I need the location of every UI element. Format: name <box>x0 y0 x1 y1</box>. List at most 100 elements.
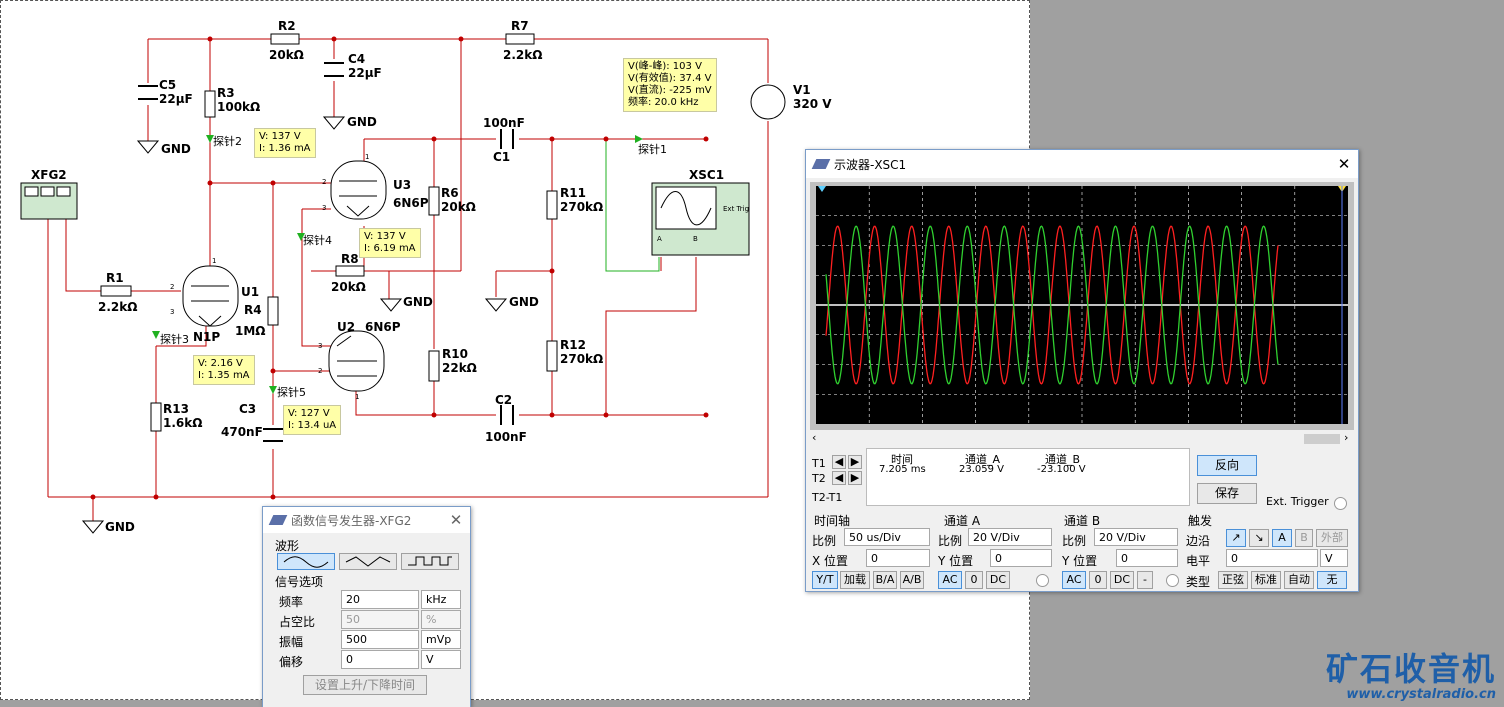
reverse-button[interactable]: 反向 <box>1197 455 1257 476</box>
channel-b-ypos-label: Y 位置 <box>1062 554 1098 568</box>
triangle-wave-button[interactable] <box>339 553 397 570</box>
trigger-level-unit-select[interactable]: V <box>1320 549 1348 567</box>
probe-value: V: 137 V <box>259 131 301 142</box>
channel-b-ac-button[interactable]: AC <box>1062 571 1086 589</box>
channel-b-zero-button[interactable]: 0 <box>1089 571 1107 589</box>
trigger-sine-button[interactable]: 正弦 <box>1218 571 1248 589</box>
cursor-t1-marker <box>818 186 826 192</box>
header-time: 时间 <box>891 453 913 466</box>
trigger-falling-edge-button[interactable]: ↘ <box>1249 529 1269 547</box>
trigger-source-a-button[interactable]: A <box>1272 529 1292 547</box>
value-r6: 20kΩ <box>441 200 476 214</box>
label-r8: R8 <box>341 252 359 266</box>
label-r12: R12 <box>560 338 586 352</box>
square-wave-button[interactable] <box>401 553 459 570</box>
trigger-none-button[interactable]: 无 <box>1317 571 1347 589</box>
value-u1: N1P <box>193 330 220 344</box>
scroll-left-icon[interactable]: ‹ <box>812 431 817 444</box>
oscilloscope-window[interactable]: 示波器-XSC1 ✕ ‹ › T1 ◀ ▶ T2 ◀ ▶ T2-T1 时间 通道… <box>805 149 1359 592</box>
scope-scrollbar[interactable]: ‹ › <box>810 431 1354 446</box>
channel-b-scale-label: 比例 <box>1062 534 1087 548</box>
scroll-thumb[interactable] <box>1304 434 1340 444</box>
save-button[interactable]: 保存 <box>1197 483 1257 504</box>
resistor-r12 <box>546 340 558 372</box>
probe-readout-3: V: 2.16 V I: 1.35 mA <box>193 355 255 385</box>
label-c2: C2 <box>495 393 512 407</box>
t2-right-button[interactable]: ▶ <box>848 471 862 485</box>
probe-value: 频率: 20.0 kHz <box>628 97 699 108</box>
trigger-normal-button[interactable]: 标准 <box>1251 571 1281 589</box>
scope-titlebar[interactable]: 示波器-XSC1 ✕ <box>806 150 1358 178</box>
timebase-xpos-input[interactable]: 0 <box>866 549 930 567</box>
offset-input[interactable]: 0 <box>341 650 419 669</box>
channel-a-trace <box>825 225 1279 385</box>
probe-readout-4: V: 137 V I: 6.19 mA <box>359 228 421 258</box>
pin-label: 3 <box>322 204 326 212</box>
label-c5: C5 <box>159 78 176 92</box>
load-button[interactable]: 加载 <box>840 571 870 589</box>
watermark-url: www.crystalradio.cn <box>1346 687 1496 702</box>
trigger-source-b-button[interactable]: B <box>1295 529 1313 547</box>
frequency-unit-select[interactable]: kHz <box>421 590 461 609</box>
t1-right-button[interactable]: ▶ <box>848 455 862 469</box>
timebase-scale-input[interactable]: 50 us/Div <box>844 528 930 546</box>
probe-readout-5: V: 127 V I: 13.4 uA <box>283 405 342 435</box>
channel-a-zero-button[interactable]: 0 <box>965 571 983 589</box>
fgen-titlebar[interactable]: 函数信号发生器-XFG2 ✕ <box>263 507 470 533</box>
trigger-level-input[interactable]: 0 <box>1226 549 1318 567</box>
channel-a-dc-button[interactable]: DC <box>986 571 1010 589</box>
channel-a-terminal[interactable] <box>1036 574 1049 587</box>
channel-a-ac-button[interactable]: AC <box>938 571 962 589</box>
channel-a-scale-input[interactable]: 20 V/Div <box>968 528 1052 546</box>
close-icon[interactable]: ✕ <box>1337 155 1351 173</box>
t2-left-button[interactable]: ◀ <box>832 471 846 485</box>
channel-b-scale-input[interactable]: 20 V/Div <box>1094 528 1178 546</box>
label-r4: R4 <box>244 303 262 317</box>
channel-b-dc-button[interactable]: DC <box>1110 571 1134 589</box>
app-icon <box>268 515 288 525</box>
ba-button[interactable]: B/A <box>873 571 897 589</box>
resistor-r6 <box>428 186 440 216</box>
set-rise-fall-time-button[interactable]: 设置上升/下降时间 <box>303 675 427 695</box>
label-c3: C3 <box>239 402 256 416</box>
channel-b-terminal[interactable] <box>1166 574 1179 587</box>
label-c1: C1 <box>493 150 510 164</box>
close-icon[interactable]: ✕ <box>449 511 463 529</box>
probe-label-5: 探针5 <box>277 385 306 399</box>
probe-label-3: 探针3 <box>160 332 189 346</box>
channel-a-ypos-label: Y 位置 <box>938 554 974 568</box>
value-r11: 270kΩ <box>560 200 603 214</box>
resistor-r3 <box>204 90 216 118</box>
resistor-r1 <box>100 285 132 297</box>
trigger-rising-edge-button[interactable]: ↗ <box>1226 529 1246 547</box>
resistor-r2 <box>270 33 300 45</box>
channel-b-ypos-input[interactable]: 0 <box>1116 549 1178 567</box>
amplitude-input[interactable]: 500 <box>341 630 419 649</box>
resistor-r7 <box>505 33 535 45</box>
channel-b-invert-button[interactable]: - <box>1137 571 1153 589</box>
label-r2: R2 <box>278 19 296 33</box>
resistor-r10 <box>428 350 440 382</box>
ext-trigger-terminal[interactable] <box>1334 497 1347 510</box>
function-generator-window[interactable]: 函数信号发生器-XFG2 ✕ 波形 信号选项 频率 20 kHz 占空比 50 … <box>262 506 471 707</box>
gnd-main: GND <box>105 520 135 534</box>
duty-cycle-input[interactable]: 50 <box>341 610 419 629</box>
trigger-external-button[interactable]: 外部 <box>1316 529 1348 547</box>
sine-wave-button[interactable] <box>277 553 335 570</box>
t1-left-button[interactable]: ◀ <box>832 455 846 469</box>
value-u2: 6N6P <box>365 320 401 334</box>
channel-b-trace <box>825 225 1279 385</box>
scroll-right-icon[interactable]: › <box>1344 431 1349 444</box>
channel-a-ypos-input[interactable]: 0 <box>990 549 1052 567</box>
offset-unit-select[interactable]: V <box>421 650 461 669</box>
probe-readout-1: V(峰-峰): 103 V V(有效值): 37.4 V V(直流): -225… <box>623 58 717 112</box>
yt-button[interactable]: Y/T <box>812 571 838 589</box>
label-v1: V1 <box>793 83 811 97</box>
trigger-auto-button[interactable]: 自动 <box>1284 571 1314 589</box>
xsc1-pin-b: B <box>693 235 698 243</box>
frequency-input[interactable]: 20 <box>341 590 419 609</box>
header-channel-b: 通道_B <box>1045 453 1081 466</box>
amplitude-unit-select[interactable]: mVp <box>421 630 461 649</box>
ab-button[interactable]: A/B <box>900 571 924 589</box>
ext-trigger-label: Ext. Trigger <box>1266 495 1329 508</box>
